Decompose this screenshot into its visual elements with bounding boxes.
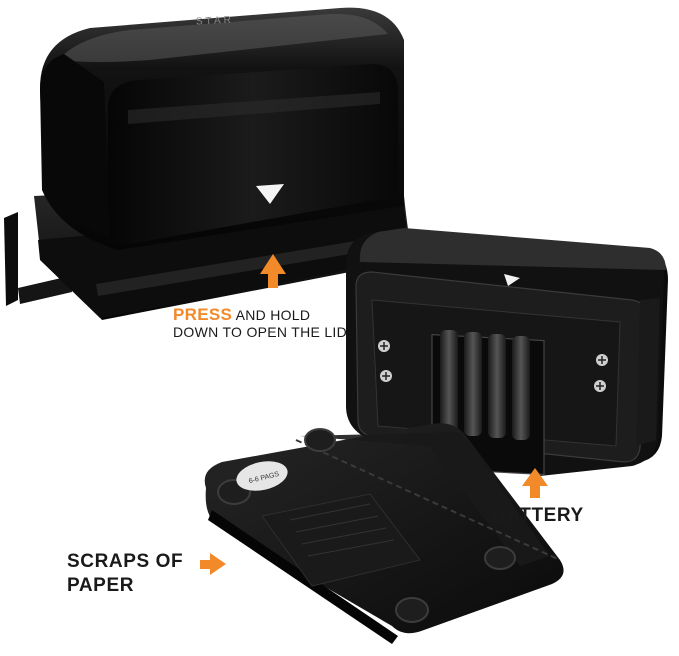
- scraps-arrow-icon: [200, 553, 226, 575]
- press-arrow-icon: [260, 254, 286, 288]
- press-callout: PRESS AND HOLD DOWN TO OPEN THE LID: [173, 306, 347, 341]
- hole-punch-closed: STAR: [4, 7, 412, 320]
- battery-icon: [440, 330, 530, 440]
- scraps-line1: SCRAPS OF: [67, 551, 184, 572]
- tray-label-plate: [261, 493, 421, 587]
- lid-brand-text: STAR: [196, 15, 234, 28]
- scraps-line2: PAPER: [67, 575, 135, 596]
- base-triangle-marker: [504, 274, 520, 286]
- press-line1-rest: AND HOLD: [235, 307, 311, 323]
- battery-callout: BATTERY: [492, 505, 584, 526]
- lid-triangle-marker: [256, 184, 284, 204]
- rubber-foot-icon: [217, 428, 516, 623]
- battery-arrow-icon: [522, 468, 548, 498]
- press-line2: DOWN TO OPEN THE LID: [173, 324, 348, 340]
- scrap-tray: 6-6 PAGS: [204, 423, 564, 644]
- hole-punch-open-base: [346, 228, 668, 476]
- tray-badge: [236, 461, 288, 491]
- scraps-callout: SCRAPS OF PAPER: [67, 550, 183, 598]
- press-emphasis: PRESS: [173, 305, 233, 324]
- paper-guide: [4, 212, 18, 306]
